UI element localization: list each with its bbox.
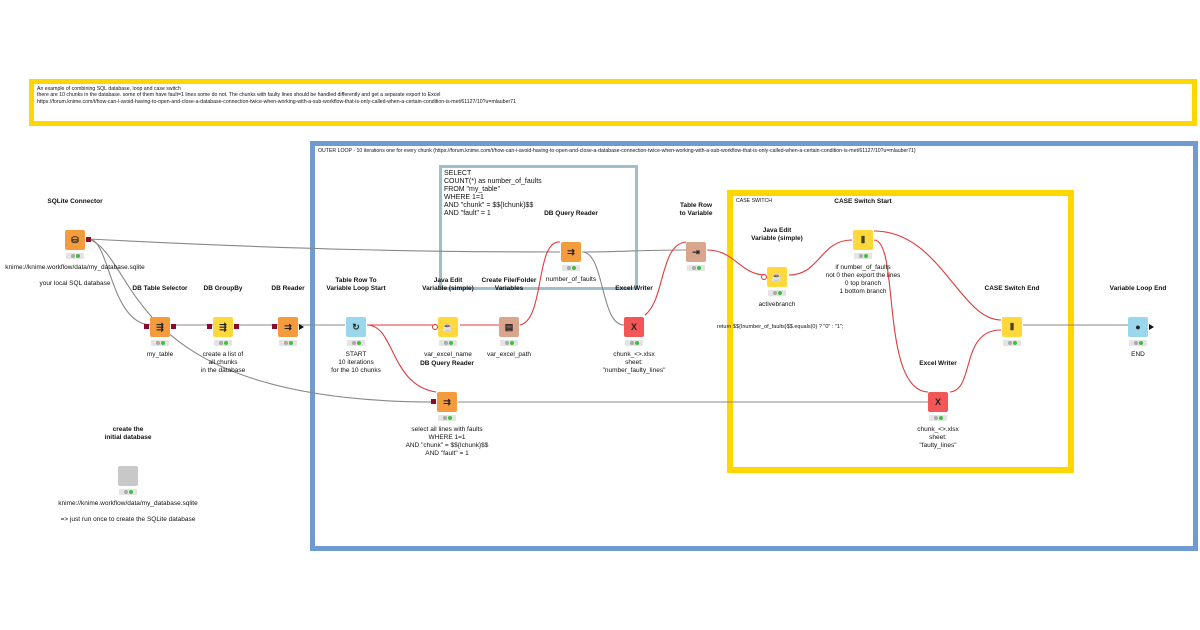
data-out-port[interactable] — [299, 324, 304, 330]
db-in-port[interactable] — [207, 324, 212, 329]
db-out-port[interactable] — [86, 237, 91, 242]
node-title: Excel Writer — [919, 360, 957, 367]
node-label: knime://knime.workflow/data/my_database.… — [58, 500, 198, 523]
status-traffic-light — [214, 340, 232, 346]
node-label: START 10 iterations for the 10 chunks — [331, 351, 381, 374]
status-traffic-light — [347, 340, 365, 346]
node-title: Excel Writer — [615, 285, 653, 292]
var-excel2-to-switchend — [949, 329, 1002, 393]
workflow-description-annotation[interactable]: An example of combining SQL database, lo… — [29, 79, 1197, 126]
node-title: Table Row to Variable — [679, 202, 713, 217]
status-traffic-light — [768, 290, 786, 296]
node-label: var_excel_name — [424, 351, 472, 358]
case-switch-annotation[interactable]: CASE SWITCH — [727, 190, 1074, 473]
status-traffic-light — [687, 265, 705, 271]
data-out-port[interactable] — [1149, 324, 1154, 330]
flow-var-in-port[interactable] — [761, 274, 767, 280]
node-label: if number_of_faults not 0 then export th… — [825, 264, 901, 295]
java-expression-label: return $${Inumber_of_faults}$$.equals(0)… — [717, 324, 844, 330]
database-connect-icon: ⛁ — [65, 230, 85, 250]
loop-end-icon: ● — [1128, 317, 1148, 337]
wire-query1-to-excel1 — [581, 251, 625, 326]
node-label: my_table — [146, 351, 174, 358]
row-to-var-icon: ⇥ — [686, 242, 706, 262]
node-label: number_of_faults — [545, 276, 597, 283]
node-title: create the initial database — [104, 426, 152, 441]
node-title: Create File/Folder Variables — [481, 277, 537, 292]
node-title: SQLite Connector — [47, 198, 103, 205]
var-switchstart-to-excel2 — [873, 239, 929, 393]
node-label: activebranch — [758, 301, 796, 308]
node-title: Java Edit Variable (simple) — [751, 227, 803, 242]
db-reader-icon: ⇉ — [278, 317, 298, 337]
switch-end-icon: ⫴ — [1002, 317, 1022, 337]
annotation-text: OUTER LOOP - 10 iterations one for every… — [318, 148, 916, 154]
node-title: Table Row To Variable Loop Start — [326, 277, 386, 292]
db-out-port[interactable] — [171, 324, 176, 329]
outer-loop-annotation[interactable]: OUTER LOOP - 10 iterations one for every… — [310, 141, 1198, 551]
java-icon: ☕ — [438, 317, 458, 337]
java-icon: ☕ — [767, 267, 787, 287]
db-in-port[interactable] — [431, 399, 436, 404]
node-title: DB Query Reader — [544, 210, 598, 217]
var-rowtovar-to-java2 — [706, 249, 767, 276]
node-title: DB Query Reader — [420, 360, 474, 367]
status-traffic-light — [1129, 340, 1147, 346]
flow-var-in-port[interactable] — [432, 324, 438, 330]
node-label: chunk_<>.xlsx sheet: "number_faulty_line… — [602, 351, 666, 374]
node-label: knime://knime.workflow/data/my_database.… — [5, 264, 145, 287]
node-title: DB GroupBy — [203, 285, 243, 292]
status-traffic-light — [119, 489, 137, 495]
wire-query1-to-rowtovar — [581, 249, 687, 253]
status-traffic-light — [929, 415, 947, 421]
status-traffic-light — [562, 265, 580, 271]
switch-start-icon: ⫴ — [853, 230, 873, 250]
db-in-port[interactable] — [272, 324, 277, 329]
node-title: Java Edit Variable (simple) — [422, 277, 474, 292]
db-query-icon: ⇉ — [561, 242, 581, 262]
node-title: CASE Switch End — [984, 285, 1040, 292]
node-label: END — [1131, 351, 1145, 358]
excel-icon: X — [624, 317, 644, 337]
node-label: chunk_<>.xlsx sheet: "faulty_lines" — [917, 426, 959, 449]
db-groupby-icon: ⇶ — [213, 317, 233, 337]
var-excel1-to-rowtovar — [644, 241, 687, 316]
annotation-text: CASE SWITCH — [736, 198, 773, 204]
db-in-port[interactable] — [144, 324, 149, 329]
node-label: select all lines with faults WHERE 1=1 A… — [405, 426, 489, 457]
status-traffic-light — [500, 340, 518, 346]
status-traffic-light — [1003, 340, 1021, 346]
node-label: var_excel_path — [486, 351, 532, 358]
status-traffic-light — [439, 340, 457, 346]
component-icon — [118, 466, 138, 486]
node-label: create a list of all chunks in the datab… — [200, 351, 246, 374]
status-traffic-light — [854, 253, 872, 259]
node-title: Variable Loop End — [1109, 285, 1167, 292]
var-createfile-to-query1 — [519, 241, 561, 326]
status-traffic-light — [151, 340, 169, 346]
wire-db-connector-to-query1 — [88, 238, 561, 253]
status-traffic-light — [438, 415, 456, 421]
db-query-icon: ⇉ — [437, 392, 457, 412]
file-folder-icon: ▤ — [499, 317, 519, 337]
status-traffic-light — [279, 340, 297, 346]
db-table-icon: ⇶ — [150, 317, 170, 337]
annotation-text: SELECT COUNT(*) as number_of_faults FROM… — [444, 170, 542, 217]
node-title: CASE Switch Start — [834, 198, 892, 205]
annotation-text: An example of combining SQL database, lo… — [37, 86, 516, 105]
status-traffic-light — [625, 340, 643, 346]
var-switchstart-to-switchend-top — [873, 230, 1002, 321]
node-title: DB Table Selector — [132, 285, 188, 292]
loop-start-icon: ↻ — [346, 317, 366, 337]
status-traffic-light — [66, 253, 84, 259]
var-java2-to-switchstart — [788, 239, 853, 276]
db-out-port[interactable] — [234, 324, 239, 329]
node-title: DB Reader — [271, 285, 305, 292]
var-loopstart-to-query2 — [366, 324, 437, 393]
excel-icon: X — [928, 392, 948, 412]
